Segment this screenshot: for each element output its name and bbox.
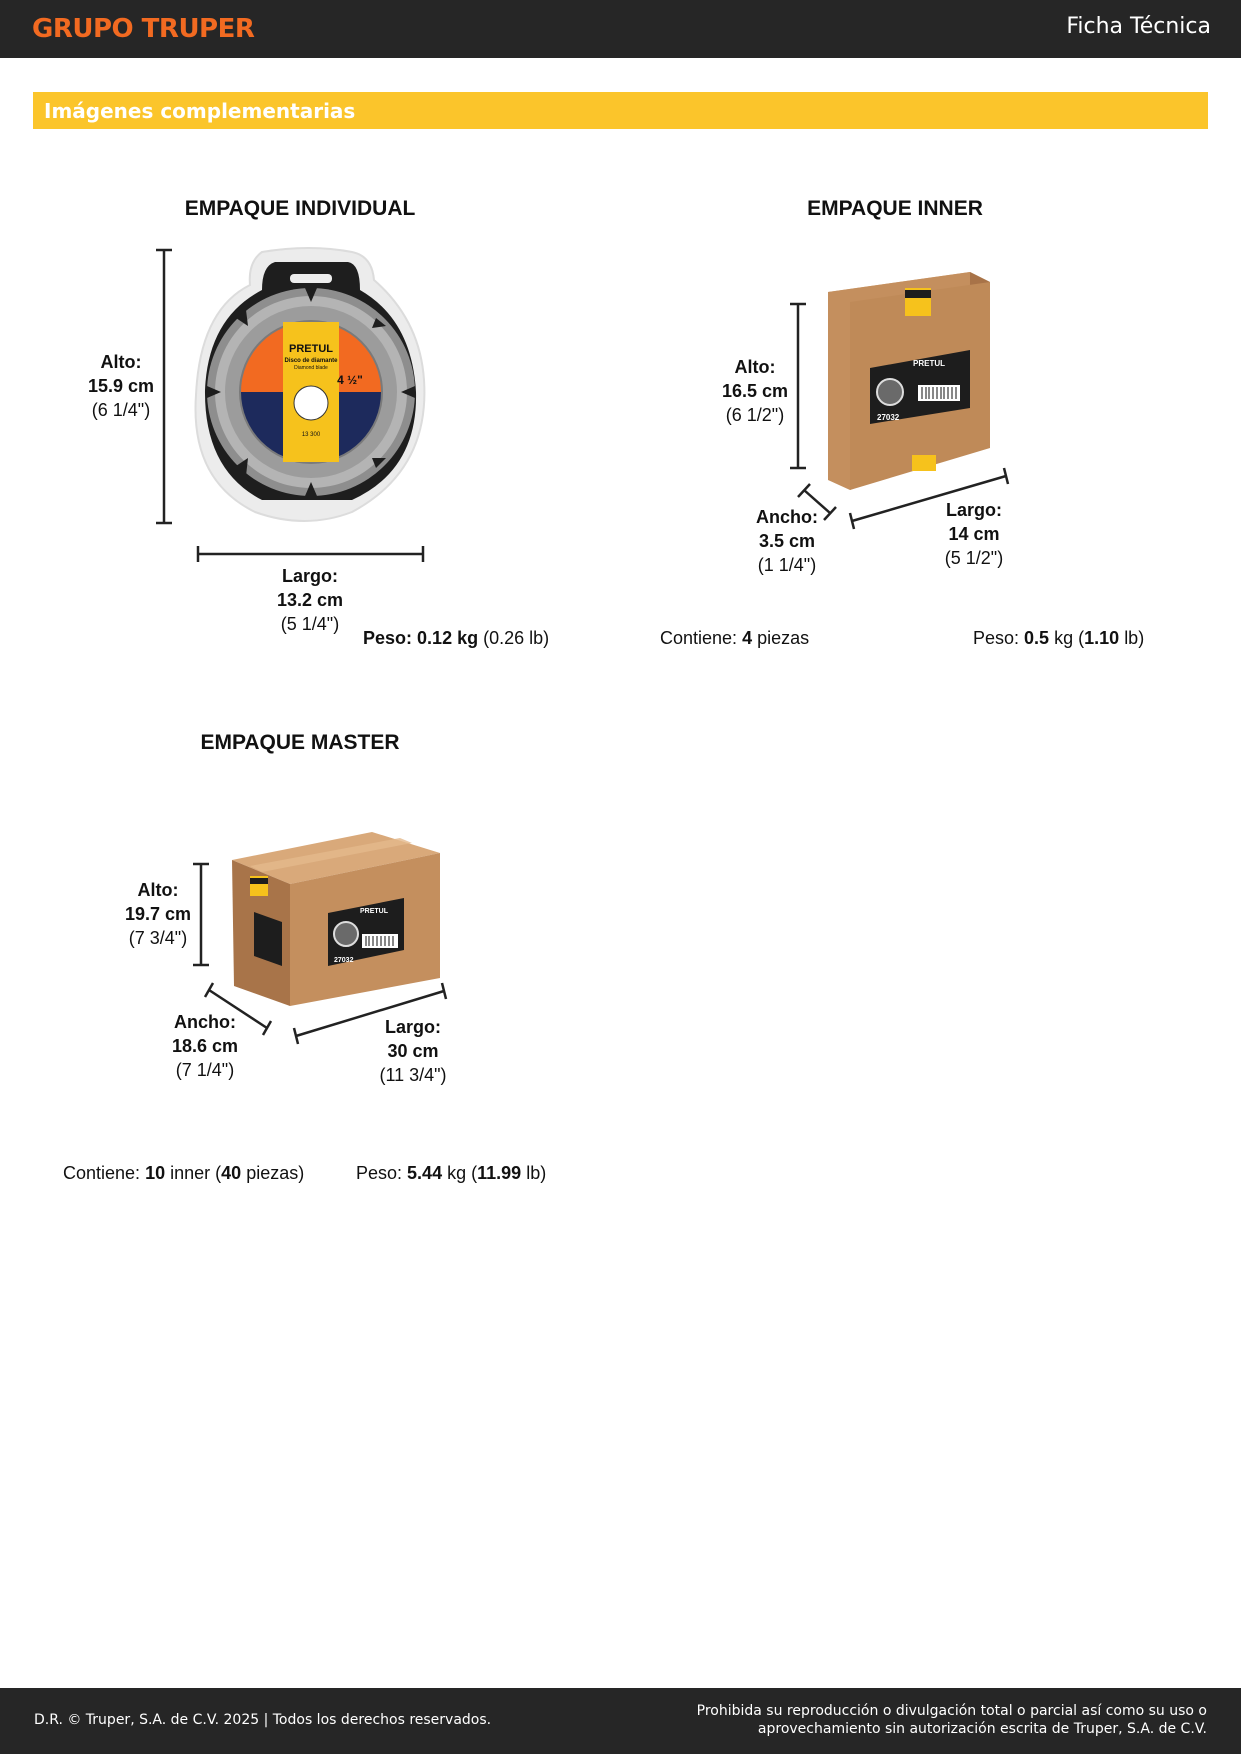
footer-disclaimer-line1: Prohibida su reproducción o divulgación … — [696, 1703, 1207, 1719]
master-peso-alt-value: 11.99 — [477, 1163, 522, 1183]
disc-size-text: 4 ½" — [337, 373, 363, 387]
inner-peso-unit: kg — [1054, 628, 1074, 648]
master-ancho-inches: (7 1/4") — [175, 1060, 235, 1080]
master-alto-value: 19.7 cm — [124, 904, 192, 924]
master-contiene: Contiene: 10 inner (40 piezas) — [63, 1163, 304, 1184]
header-title: Ficha Técnica — [1066, 14, 1211, 39]
inner-peso-label: Peso: — [973, 628, 1020, 648]
inner-ancho-inches: (1 1/4") — [757, 555, 817, 575]
disc-rpm-text: 13 300 — [302, 432, 321, 438]
master-peso-value: 5.44 — [407, 1163, 443, 1183]
master-contiene-unit: inner — [170, 1163, 211, 1183]
master-alto-label: Alto: 19.7 cm (7 3/4") — [118, 878, 198, 950]
disc-name-text: Disco de diamante — [284, 358, 338, 364]
individual-alto-title: Alto: — [100, 352, 142, 372]
inner-peso-alt-unit: lb) — [1124, 628, 1145, 648]
inner-largo-value: 14 cm — [948, 524, 1000, 544]
inner-title: EMPAQUE INNER — [807, 197, 983, 220]
master-largo-value: 30 cm — [387, 1041, 439, 1061]
individual-largo-label: Largo: 13.2 cm (5 1/4") — [260, 564, 360, 636]
inner-box-image: PRETUL 27032 — [828, 272, 990, 490]
individual-alto-value: 15.9 cm — [87, 376, 155, 396]
inner-ancho-title: Ancho: — [756, 507, 818, 527]
inner-alto-inches: (6 1/2") — [725, 405, 785, 425]
individual-largo-inches: (5 1/4") — [280, 614, 340, 634]
inner-contiene-unit: piezas — [757, 628, 810, 648]
footer-copyright: D.R. © Truper, S.A. de C.V. 2025 | Todos… — [34, 1712, 492, 1728]
master-peso-alt-unit: lb) — [526, 1163, 547, 1183]
inner-peso-alt-value: 1.10 — [1084, 628, 1120, 648]
inner-alto-value: 16.5 cm — [721, 381, 789, 401]
inner-ancho-label: Ancho: 3.5 cm (1 1/4") — [742, 505, 832, 577]
master-peso-label: Peso: — [356, 1163, 403, 1183]
footer-disclaimer-line2: aprovechamiento sin autorización escrita… — [757, 1721, 1207, 1737]
master-largo-inches: (11 3/4") — [379, 1065, 447, 1085]
individual-largo-title: Largo: — [282, 566, 338, 586]
page-footer: D.R. © Truper, S.A. de C.V. 2025 | Todos… — [0, 1688, 1241, 1754]
master-peso-alt-open: ( — [471, 1163, 478, 1183]
inner-box-brand: PRETUL — [913, 359, 945, 368]
page-header: GRUPO TRUPER Ficha Técnica — [0, 0, 1241, 58]
inner-alto-title: Alto: — [734, 357, 776, 377]
master-alto-title: Alto: — [137, 880, 179, 900]
inner-largo-title: Largo: — [946, 500, 1002, 520]
master-ancho-title: Ancho: — [174, 1012, 236, 1032]
master-title: EMPAQUE MASTER — [200, 731, 400, 754]
master-peso-unit: kg — [447, 1163, 467, 1183]
inner-largo-label: Largo: 14 cm (5 1/2") — [930, 498, 1018, 570]
master-box-code: 27032 — [334, 957, 354, 964]
master-contiene-value: 10 — [145, 1163, 166, 1183]
disc-brand-text: PRETUL — [289, 343, 333, 355]
section-banner: Imágenes complementarias — [33, 92, 1208, 129]
inner-ancho-value: 3.5 cm — [758, 531, 816, 551]
master-contiene-label: Contiene: — [63, 1163, 141, 1183]
individual-largo-value: 13.2 cm — [276, 590, 344, 610]
master-largo-label: Largo: 30 cm (11 3/4") — [368, 1015, 458, 1087]
disc-name-en-text: Diamond blade — [294, 365, 328, 371]
individual-title: EMPAQUE INDIVIDUAL — [184, 197, 416, 220]
section-banner-title: Imágenes complementarias — [44, 99, 356, 123]
master-ancho-value: 18.6 cm — [171, 1036, 239, 1056]
individual-largo-dimension-line — [196, 546, 425, 562]
master-ancho-label: Ancho: 18.6 cm (7 1/4") — [160, 1010, 250, 1082]
inner-peso: Peso: 0.5 kg (1.10 lb) — [973, 628, 1144, 649]
master-contiene-pieces: 40 — [221, 1163, 242, 1183]
master-box-brand: PRETUL — [360, 908, 389, 915]
inner-contiene-value: 4 — [742, 628, 753, 648]
master-contiene-pieces-unit: piezas) — [246, 1163, 305, 1183]
individual-peso-alt: (0.26 lb) — [483, 628, 550, 648]
individual-peso-value: 0.12 kg — [417, 628, 479, 648]
master-largo-title: Largo: — [385, 1017, 441, 1037]
master-contiene-paren: ( — [215, 1163, 222, 1183]
inner-largo-inches: (5 1/2") — [944, 548, 1004, 568]
inner-contiene: Contiene: 4 piezas — [660, 628, 809, 649]
individual-blister-image: PRETUL Disco de diamante Diamond blade 4… — [194, 247, 426, 522]
master-alto-inches: (7 3/4") — [128, 928, 188, 948]
individual-alto-label: Alto: 15.9 cm (6 1/4") — [80, 350, 162, 422]
inner-peso-value: 0.5 — [1024, 628, 1050, 648]
footer-disclaimer: Prohibida su reproducción o divulgación … — [647, 1702, 1207, 1738]
master-box-image: PRETUL 27032 — [232, 832, 440, 1006]
individual-peso-label: Peso: — [363, 628, 413, 648]
inner-contiene-label: Contiene: — [660, 628, 738, 648]
master-peso: Peso: 5.44 kg (11.99 lb) — [356, 1163, 546, 1184]
inner-box-code: 27032 — [877, 413, 900, 422]
inner-alto-label: Alto: 16.5 cm (6 1/2") — [715, 355, 795, 427]
individual-peso: Peso: 0.12 kg (0.26 lb) — [363, 628, 549, 649]
inner-peso-alt-open: ( — [1078, 628, 1085, 648]
individual-alto-inches: (6 1/4") — [91, 400, 151, 420]
grupo-truper-logo: GRUPO TRUPER — [32, 14, 255, 44]
